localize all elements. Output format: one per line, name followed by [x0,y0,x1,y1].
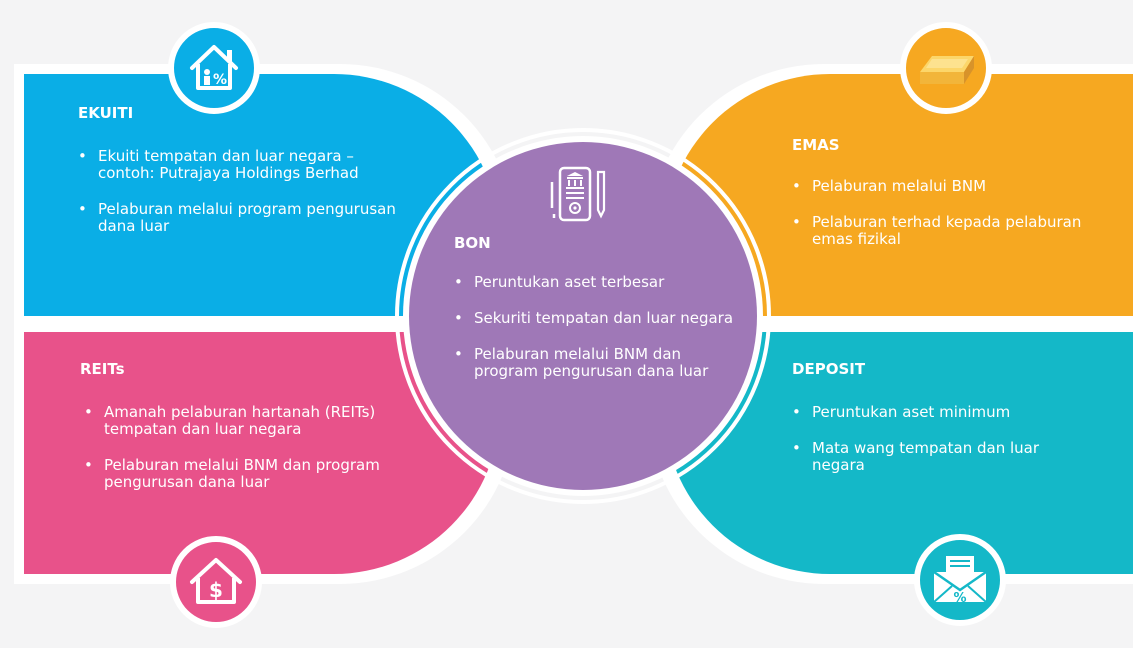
reits-list: Amanah pelaburan hartanah (REITs) tempat… [84,404,404,510]
emas-icon-badge [900,22,992,114]
list-item: Ekuiti tempatan dan luar negara – contoh… [78,148,408,182]
emas-title: EMAS [792,136,840,154]
deposit-title: DEPOSIT [792,360,866,378]
ekuiti-list: Ekuiti tempatan dan luar negara – contoh… [78,148,408,254]
ekuiti-icon-badge: % [168,22,260,114]
reits-icon-badge: $ [170,536,262,628]
list-item: Pelaburan melalui program pengurusan dan… [78,201,408,235]
ekuiti-panel-shape [24,74,500,316]
reits-panel-shape [24,332,500,574]
list-item: Peruntukan aset minimum [792,404,1092,422]
list-item: Mata wang tempatan dan luar negara [792,440,1092,474]
ekuiti-title: EKUITI [78,104,134,122]
house-percent-icon: % [190,45,238,90]
gold-bar-icon [920,56,974,84]
list-item: Pelaburan melalui BNM dan program pengur… [84,457,404,491]
list-item: Pelaburan melalui BNM dan program pengur… [454,346,744,380]
emas-list: Pelaburan melalui BNM Pelaburan terhad k… [792,178,1082,267]
list-item: Amanah pelaburan hartanah (REITs) tempat… [84,404,404,438]
list-item: Sekuriti tempatan dan luar negara [454,310,744,328]
bon-list: Peruntukan aset terbesar Sekuriti tempat… [454,274,744,399]
list-item: Peruntukan aset terbesar [454,274,744,292]
svg-text:%: % [953,591,966,606]
reits-title: REITs [80,360,125,378]
emas-panel-shape [664,74,1133,316]
envelope-money-icon: % [933,556,987,606]
svg-text:$: $ [209,578,223,602]
bon-title: BON [454,234,491,252]
outer-ring [395,128,771,504]
svg-text:%: % [213,72,227,88]
deposit-icon-badge: % [914,534,1006,626]
list-item: Pelaburan terhad kepada pelaburan emas f… [792,214,1082,248]
deposit-list: Peruntukan aset minimum Mata wang tempat… [792,404,1092,493]
list-item: Pelaburan melalui BNM [792,178,1082,196]
bond-document-icon [550,166,606,222]
house-dollar-icon: $ [190,558,242,604]
